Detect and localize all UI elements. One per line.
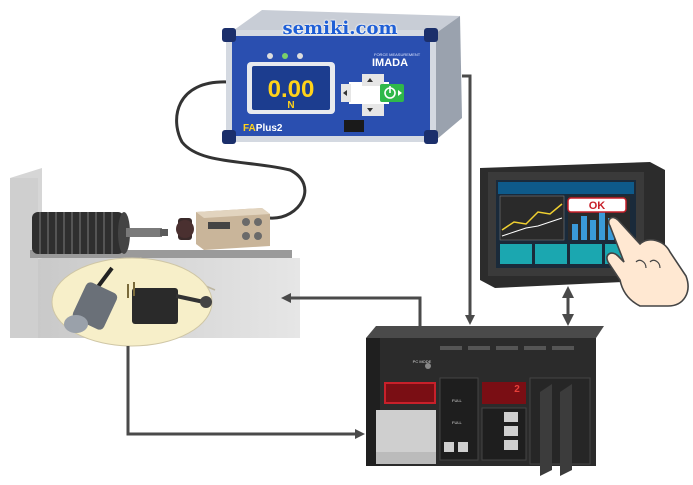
- motor-cylinder: [32, 212, 168, 254]
- proximity-sensor: [64, 266, 118, 333]
- limit-switch: [127, 282, 212, 324]
- plc-label-low: FULL: [452, 420, 463, 425]
- ok-button-label: OK: [589, 200, 606, 212]
- arrow-gauge-to-plc: [462, 74, 475, 325]
- gauge-maker: IMADA: [372, 57, 408, 69]
- gauge-model: FAPlus2: [243, 123, 283, 134]
- gauge-reading-value: 0.00: [268, 76, 315, 103]
- gauge-reading-unit: N: [287, 100, 294, 111]
- arrow-panel-plc-bidirectional: [562, 286, 574, 326]
- hand-pointer-icon: [606, 216, 689, 307]
- watermark: semiki.com: [282, 18, 398, 39]
- arrow-down-icon: [367, 108, 373, 112]
- force-gauge: [222, 10, 462, 144]
- ok-button[interactable]: [567, 197, 627, 213]
- sensor-cable: [175, 80, 307, 220]
- arrow-left-icon: [343, 90, 347, 96]
- arrow-plc-to-stand: [281, 293, 422, 330]
- plc-unit: [366, 326, 604, 476]
- gauge-model-prefix: FA: [243, 123, 256, 134]
- plc-label-top: PC MODE: [413, 359, 432, 364]
- power-icon: [384, 86, 396, 99]
- arrow-right-icon: [398, 90, 402, 96]
- gauge-model-suffix: Plus2: [256, 123, 283, 134]
- gauge-maker-small: FORCE MEASUREMENT: [374, 52, 421, 57]
- plc-label-mid: FULL: [452, 398, 463, 403]
- arrow-up-icon: [367, 78, 373, 82]
- force-sensor: [176, 208, 270, 250]
- plc-digit: 2: [514, 384, 520, 395]
- arrow-sensor-to-plc: [126, 346, 365, 439]
